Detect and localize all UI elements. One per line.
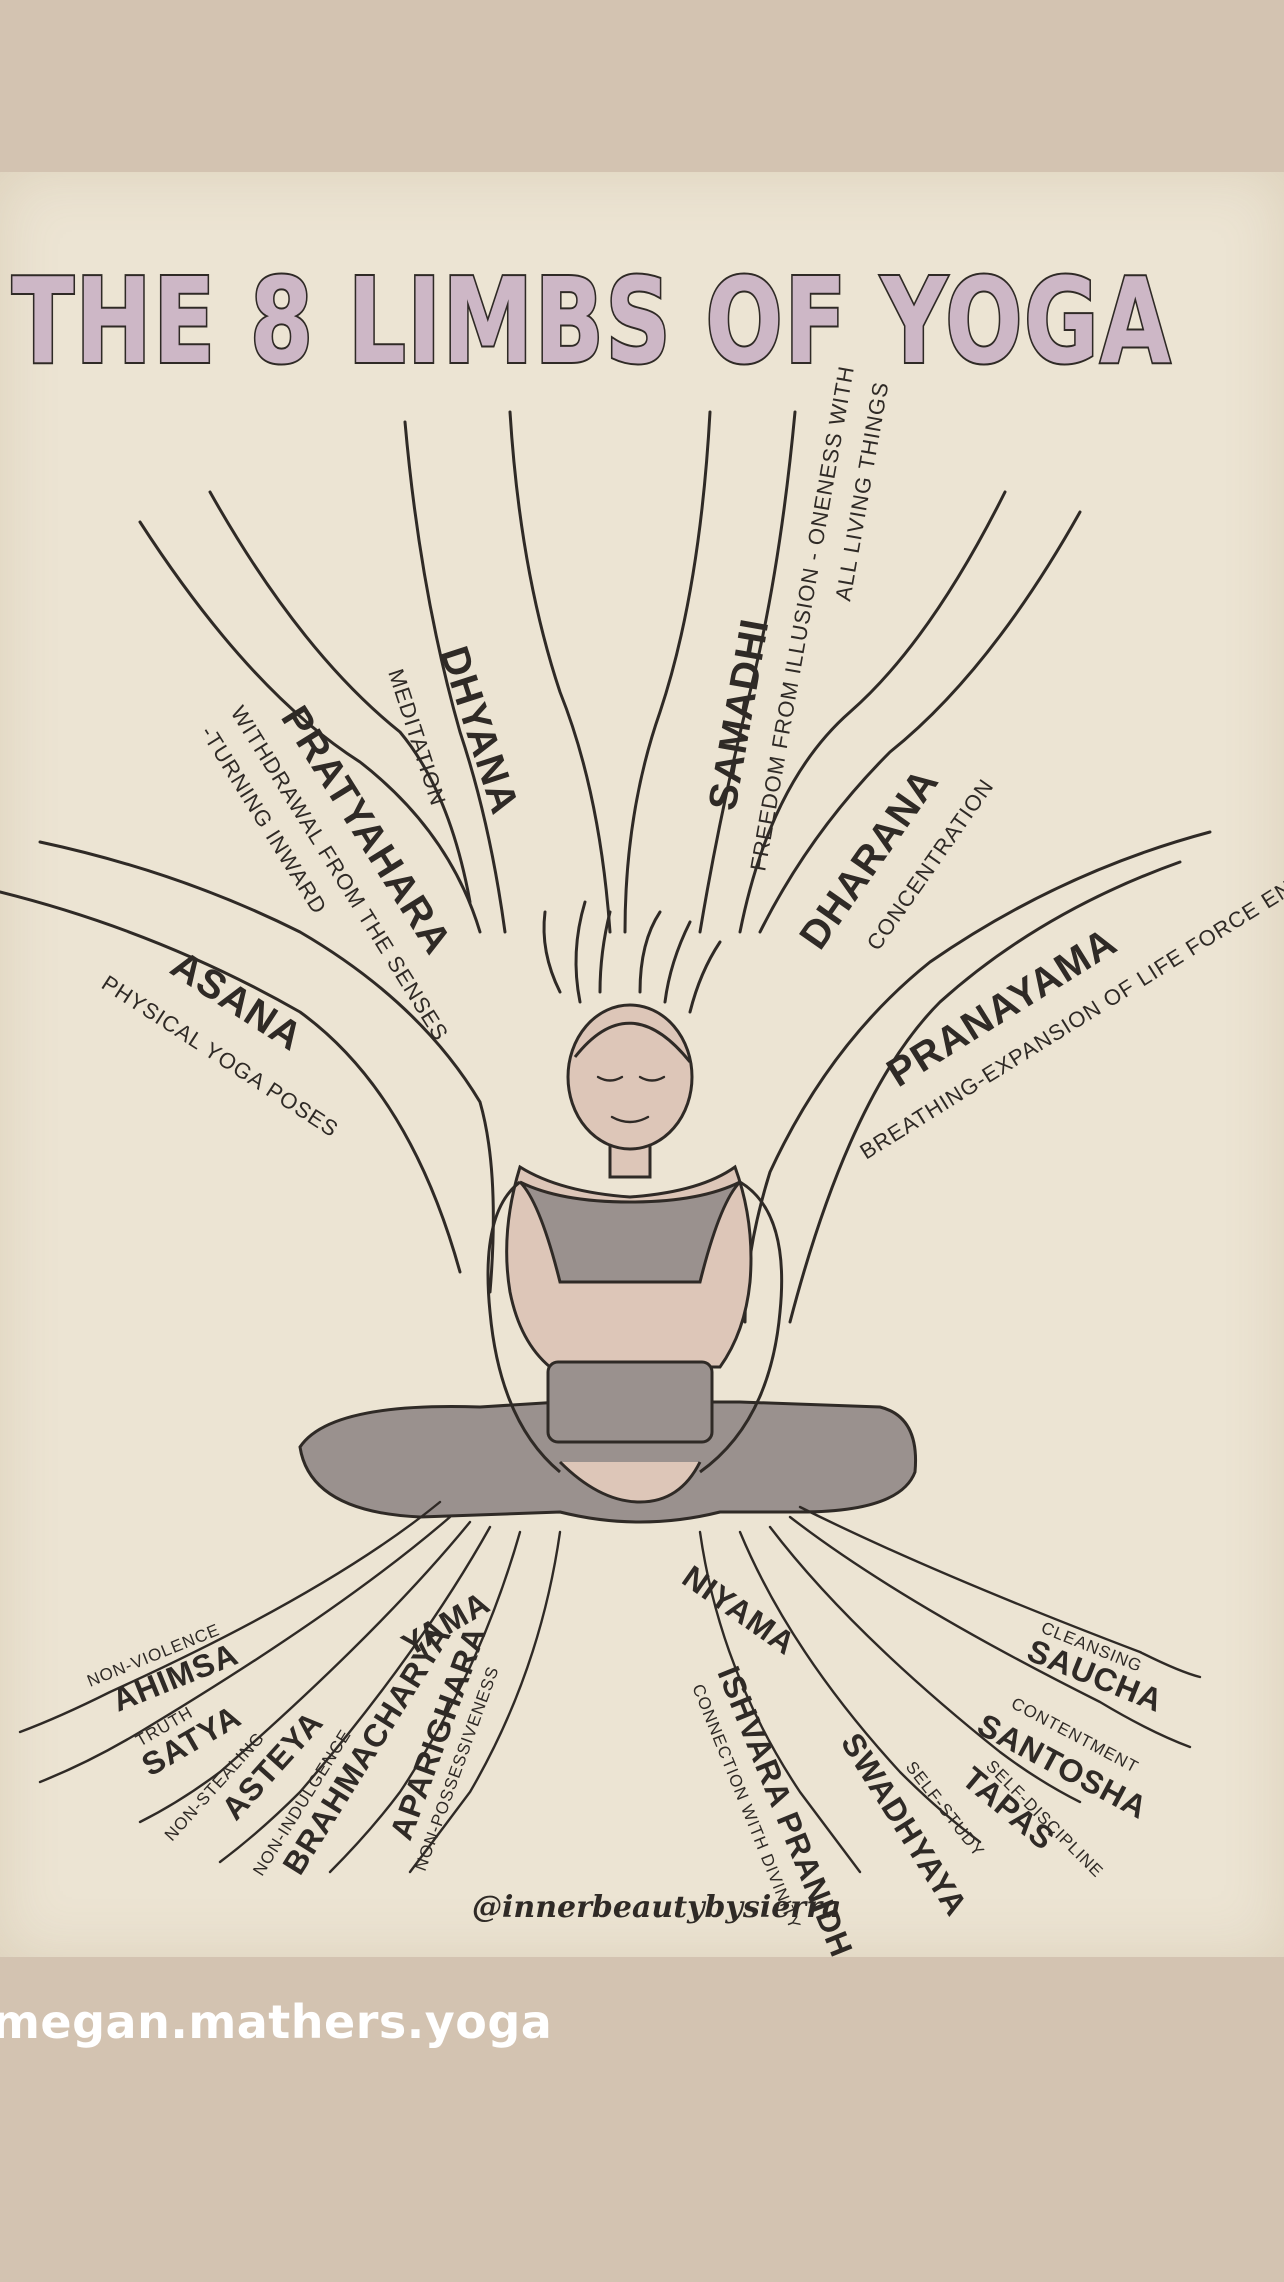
artist-signature: @innerbeautybysierra [472,1890,841,1925]
poster-title: THE 8 LIMBS OF YOGA [12,252,1172,390]
limb-samadhi-meaning-1: FREEDOM FROM ILLUSION - ONENESS WITH [745,364,859,873]
tree-branches [0,410,1212,1324]
meditating-figure [298,1003,918,1524]
story-username[interactable]: megan.mathers.yoga [0,1995,553,2049]
tree-roots [18,1500,1202,1874]
poster-illustration: THE 8 LIMBS OF YOGA [0,250,1284,1957]
limb-dhyana-meaning: MEDITATION [383,666,451,809]
hair-strands [542,900,722,1014]
yoga-poster: THE 8 LIMBS OF YOGA [0,172,1284,1957]
limb-niyama-name: NIYAMA [676,1558,803,1662]
